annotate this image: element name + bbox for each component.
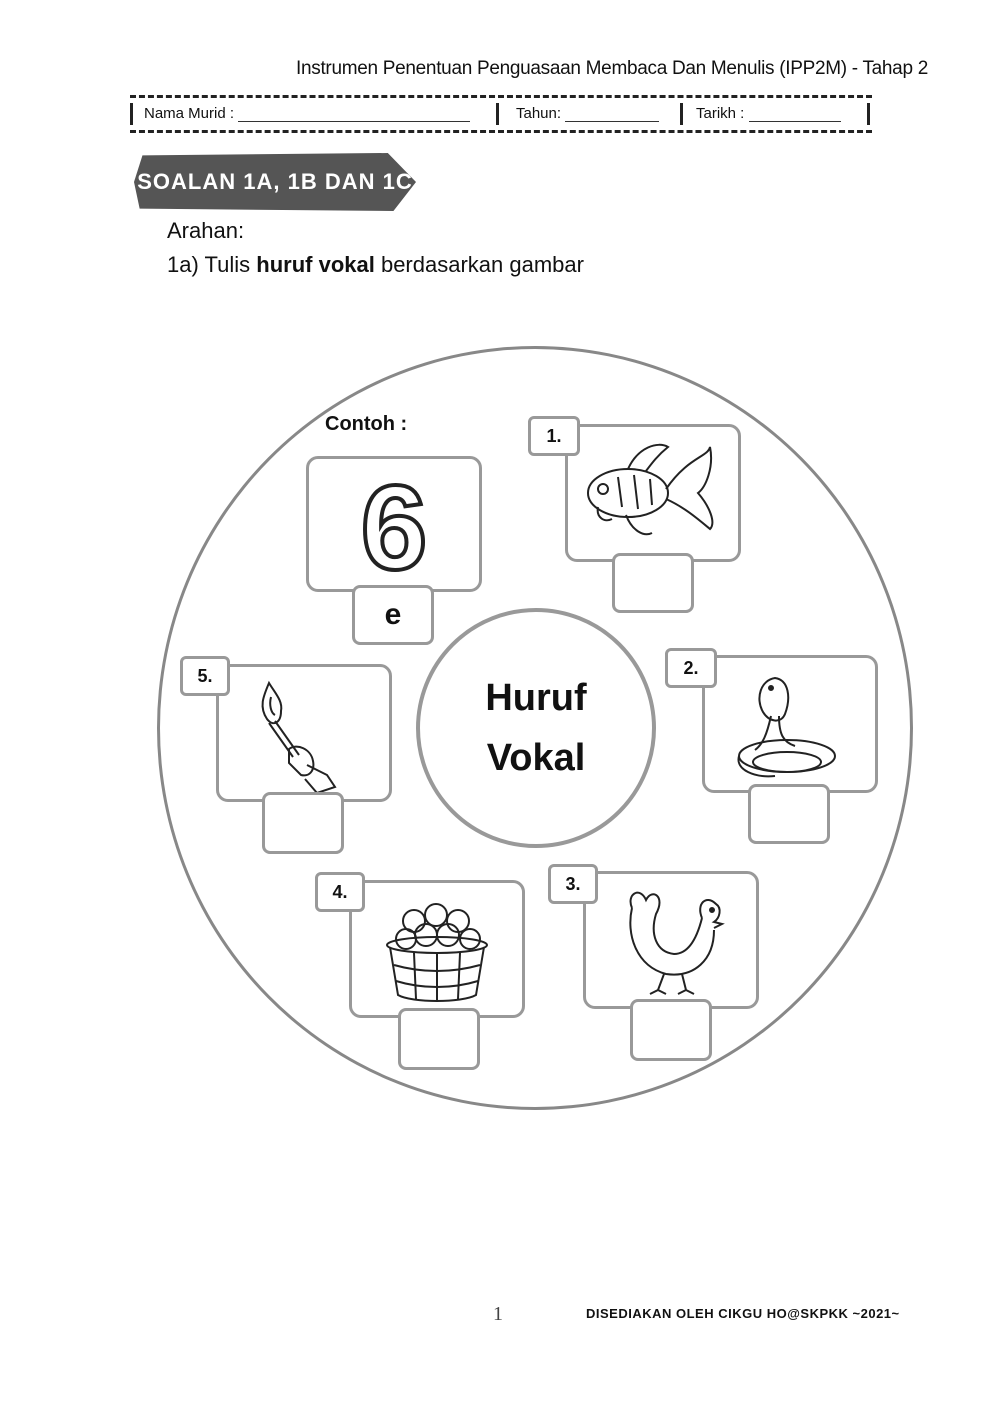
hen-icon [629, 891, 725, 995]
picture-card-1 [565, 424, 741, 562]
document-title: Instrumen Penentuan Penguasaan Membaca D… [296, 58, 928, 79]
center-circle: Huruf Vokal [416, 608, 656, 848]
example-digit: 6 [361, 461, 428, 589]
example-label: Contoh : [325, 413, 408, 435]
instruction-suffix: berdasarkan gambar [374, 252, 584, 277]
item-number-4: 4. [315, 872, 365, 912]
nama-blank[interactable] [238, 107, 471, 122]
answer-box-1[interactable] [612, 553, 694, 613]
item-number-2: 2. [665, 648, 717, 688]
picture-card-5 [216, 664, 392, 802]
answer-box-3[interactable] [630, 999, 712, 1061]
tarikh-blank[interactable] [748, 107, 841, 122]
activity-circle [157, 346, 913, 1110]
nama-field[interactable]: Nama Murid : [144, 105, 471, 122]
tarikh-label: Tarikh : [696, 105, 745, 122]
student-info-row: Nama Murid : Tahun: Tarikh : [130, 95, 872, 133]
footer-credit: DISEDIAKAN OLEH CIKGU HO@SKPKK ~2021~ [586, 1306, 900, 1321]
picture-card-2 [702, 655, 878, 793]
torch-icon [261, 680, 337, 795]
instruction-bold: huruf vokal [256, 252, 375, 277]
tahun-blank[interactable] [565, 107, 660, 122]
cobra-icon [737, 676, 836, 778]
answer-box-5[interactable] [262, 792, 344, 854]
row-bar-left [130, 103, 133, 125]
dashed-divider-bottom [130, 130, 872, 133]
item-number-3: 3. [548, 864, 598, 904]
nama-label: Nama Murid : [144, 105, 235, 122]
example-answer: e [352, 585, 434, 645]
item-number-5: 5. [180, 656, 230, 696]
center-line-1: Huruf [485, 677, 587, 719]
tahun-field[interactable]: Tahun: [516, 105, 660, 122]
answer-box-2[interactable] [748, 784, 830, 844]
instruction-heading: Arahan: [167, 218, 245, 243]
row-bar-right [867, 103, 870, 125]
example-card: 6 [306, 456, 482, 592]
example-digit-graphic: 6 [359, 459, 430, 589]
dashed-divider-top [130, 95, 872, 98]
section-label: SOALAN 1A, 1B DAN 1C [134, 153, 416, 211]
tahun-label: Tahun: [516, 105, 562, 122]
item-number-1: 1. [528, 416, 580, 456]
tarikh-field[interactable]: Tarikh : [696, 105, 841, 122]
instruction-text: 1a) Tulis huruf vokal berdasarkan gambar [167, 252, 584, 278]
picture-card-4 [349, 880, 525, 1018]
picture-card-3 [583, 871, 759, 1009]
answer-box-4[interactable] [398, 1008, 480, 1070]
instruction-prefix: 1a) Tulis [167, 252, 257, 277]
row-bar-1 [496, 103, 499, 125]
page-number: 1 [493, 1303, 503, 1325]
fish-icon [587, 443, 714, 536]
center-line-2: Vokal [486, 737, 586, 779]
row-bar-2 [680, 103, 683, 125]
apple-basket-icon [386, 903, 488, 1002]
